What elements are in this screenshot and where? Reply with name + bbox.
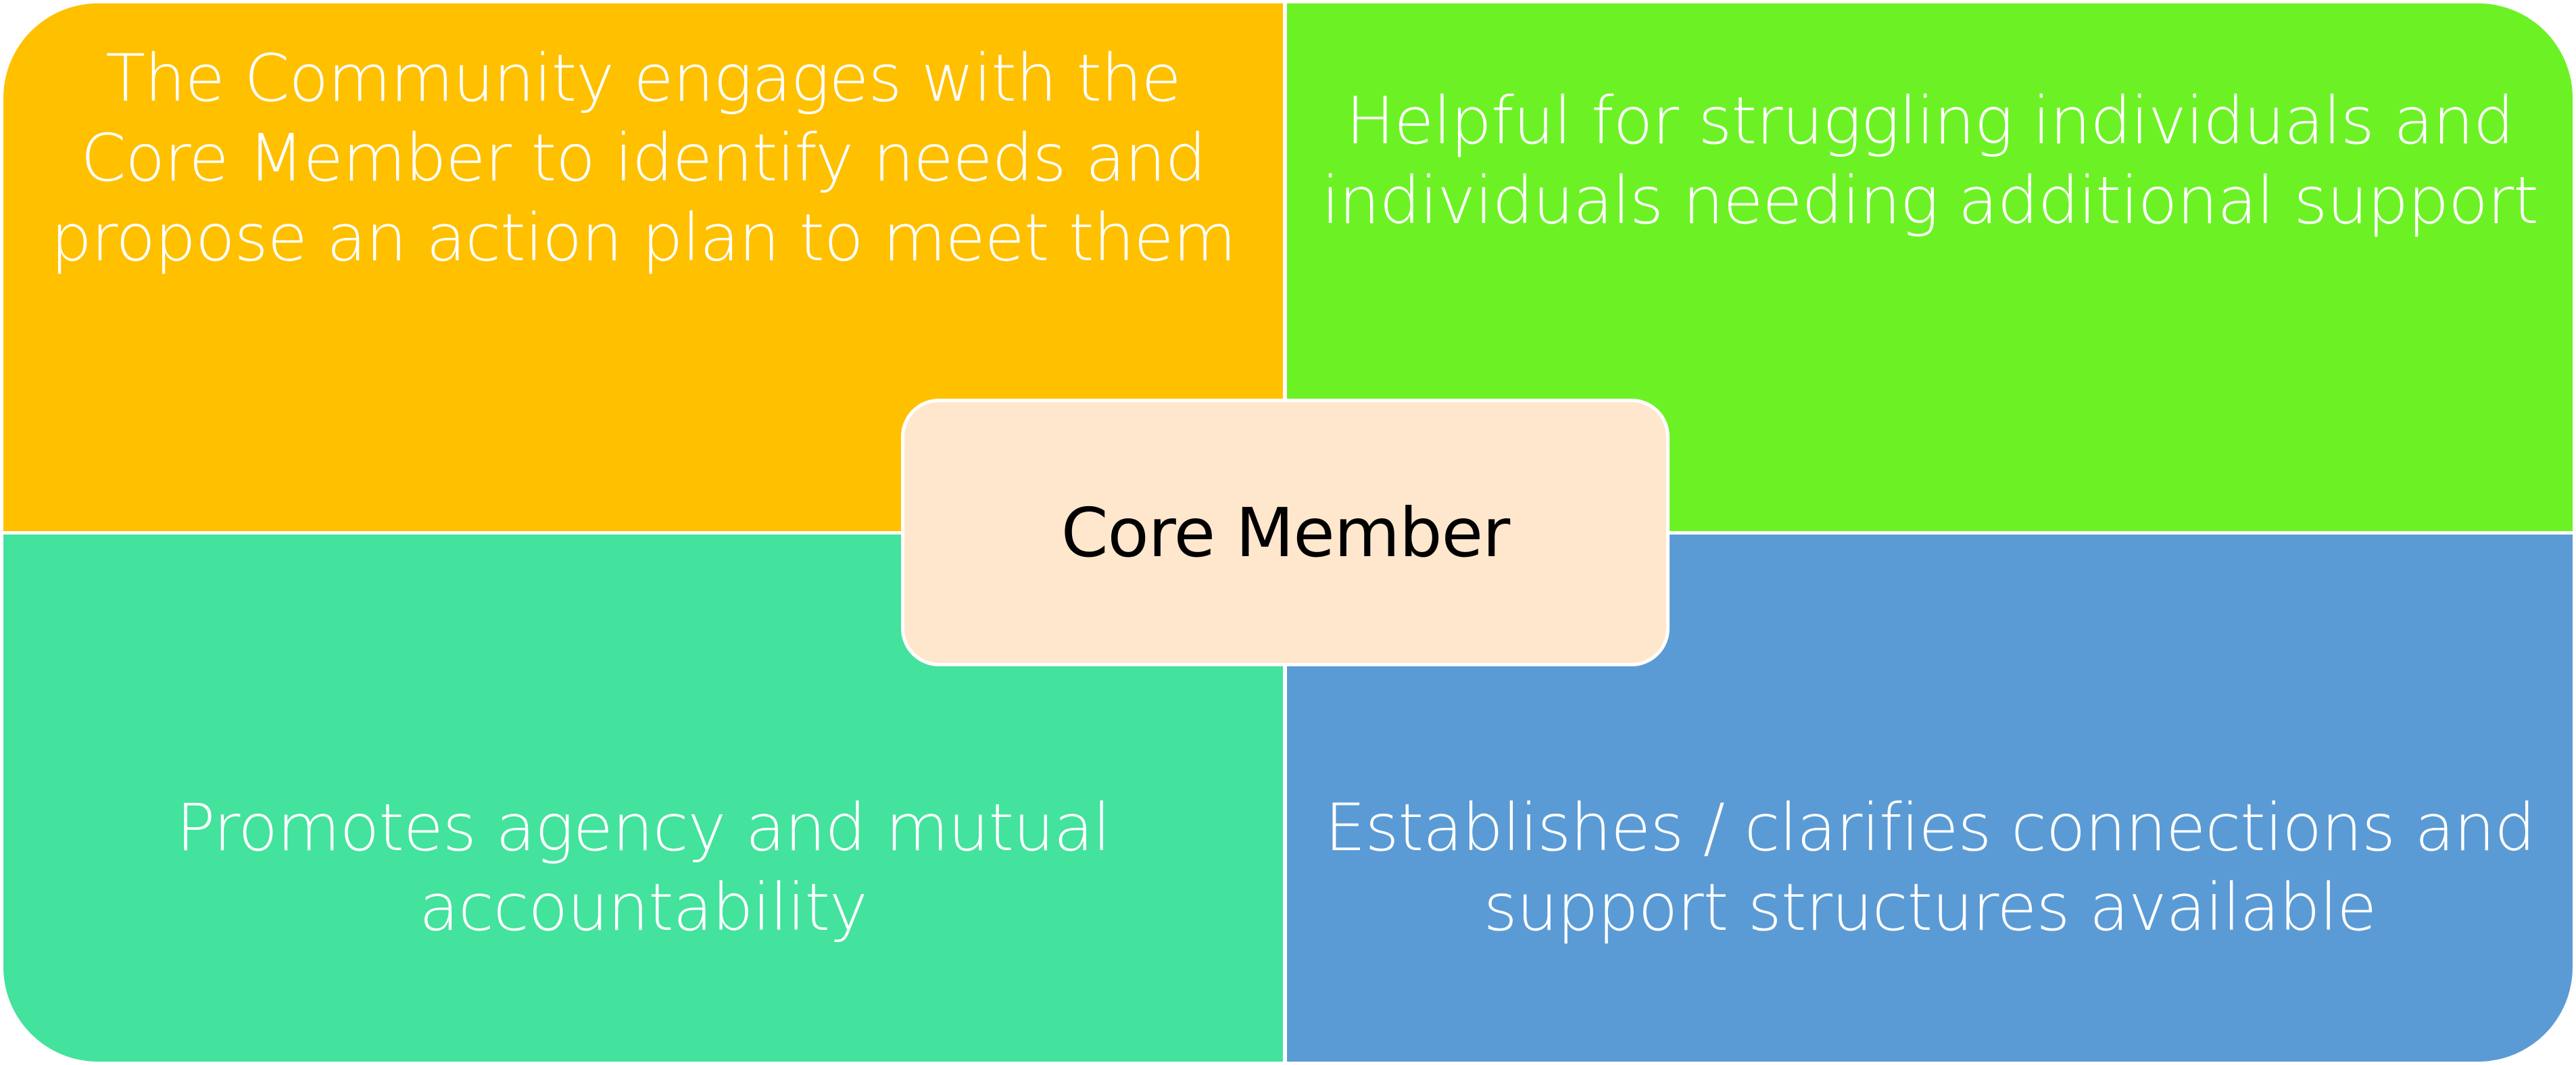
center-core-member-box: Core Member [901, 399, 1670, 666]
quadrant-top-right-text: Helpful for struggling individuals and i… [1321, 83, 2539, 239]
center-label: Core Member [1061, 493, 1511, 572]
quadrant-bottom-right-text: Establishes / clarifies connections and … [1324, 790, 2535, 945]
quadrant-top-left-text: The Community engages with the Core Memb… [50, 41, 1236, 276]
quadrant-bottom-left-text: Promotes agency and mutual accountabilit… [176, 790, 1111, 945]
quadrant-top-left: The Community engages with the Core Memb… [3, 3, 1283, 531]
